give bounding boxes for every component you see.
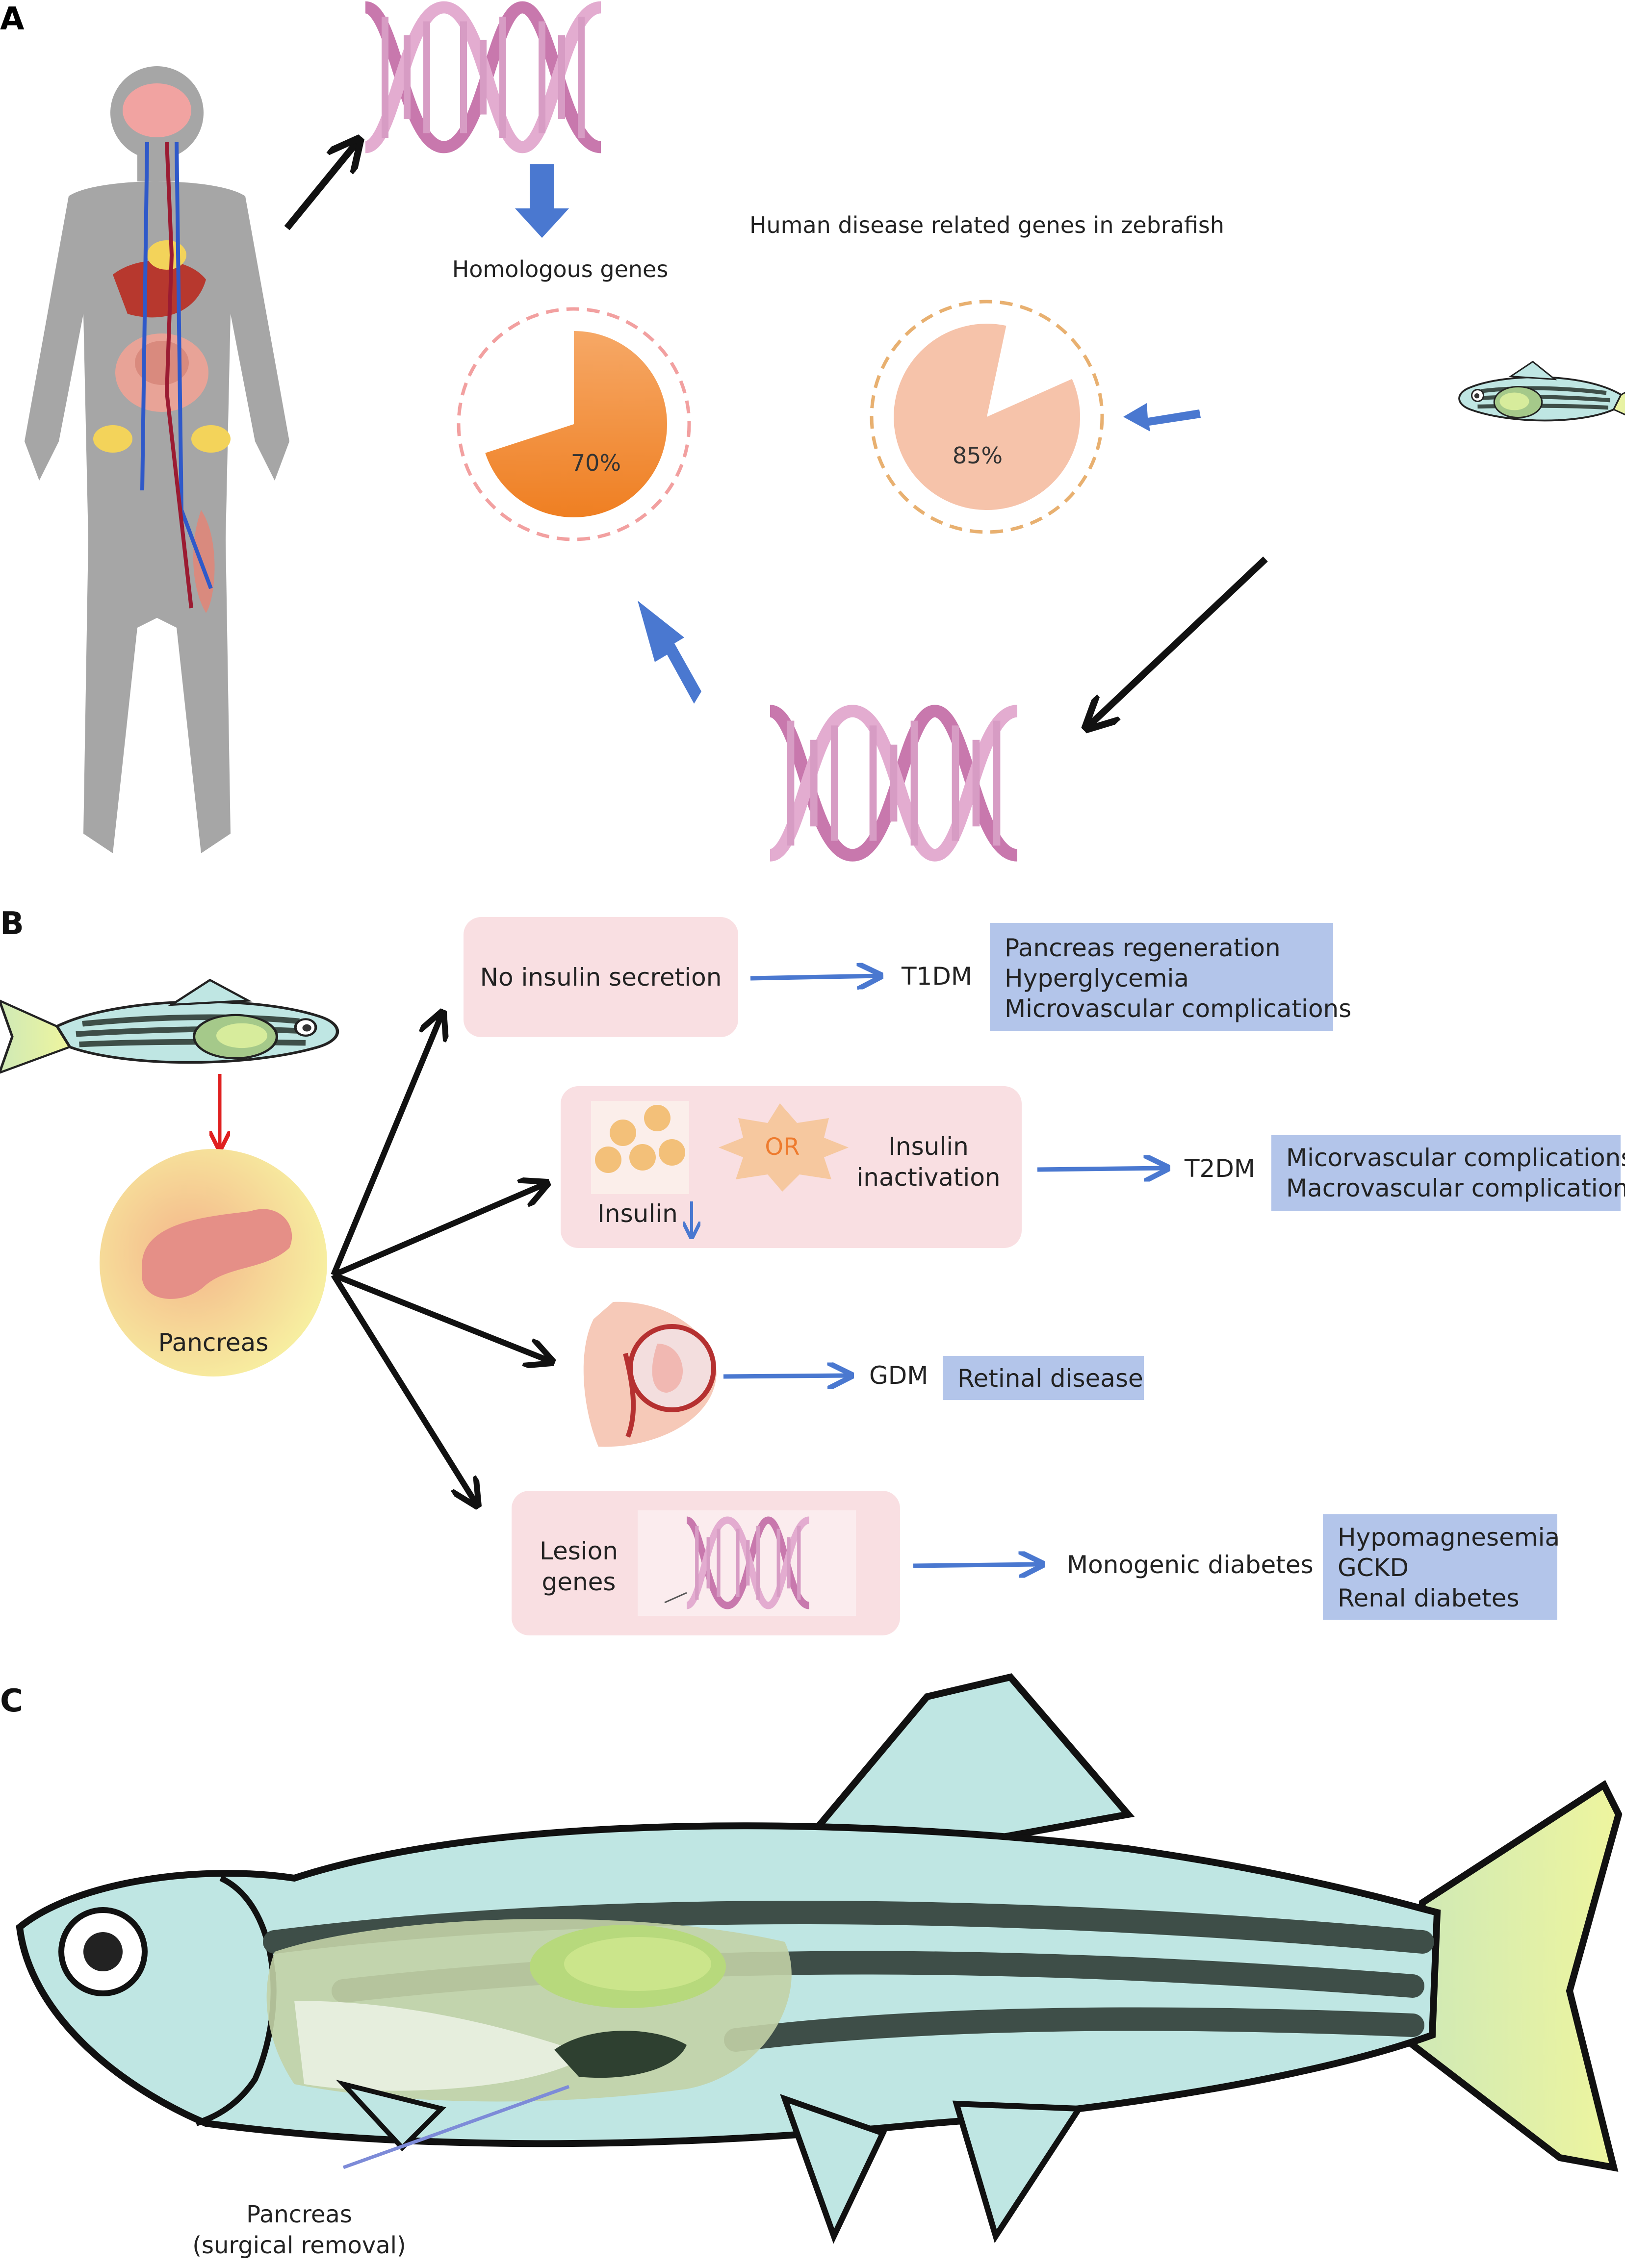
t1dm-effect-3: Microvascular complications xyxy=(1005,994,1351,1023)
arrow-dna-to-homologous xyxy=(515,164,569,238)
insulin-inactivation-label-1: Insulin xyxy=(888,1132,969,1161)
t1dm-effect-1: Pancreas regeneration xyxy=(1005,934,1281,962)
pie-slice-85 xyxy=(894,324,1081,510)
pancreas-icon xyxy=(142,1209,292,1299)
monogenic-effect-1: Hypomagnesemia xyxy=(1338,1523,1560,1552)
dna-icon-top xyxy=(365,7,601,147)
human-body-illustration xyxy=(25,66,289,853)
disease-genes-label: Human disease related genes in zebrafish xyxy=(749,212,1224,238)
pie-slice-70 xyxy=(485,331,668,518)
arrow-dna-to-pie xyxy=(638,601,701,704)
t1dm-effects-box xyxy=(990,923,1333,1031)
lesion-pointer-arrow xyxy=(664,1592,687,1604)
t2dm-effect-2: Macrovascular complications xyxy=(1286,1174,1625,1202)
no-insulin-label: No insulin secretion xyxy=(480,963,722,992)
arrow-body-to-dna xyxy=(284,142,357,230)
pie-chart-85 xyxy=(870,300,1104,534)
branch-arrows xyxy=(331,1015,549,1503)
lesion-label: Lesion xyxy=(540,1537,618,1565)
zebrafish-icon-a xyxy=(1459,362,1625,428)
or-label: OR xyxy=(765,1133,800,1161)
pie-chart-70 xyxy=(457,307,691,541)
dna-icon-bottom xyxy=(770,711,1017,855)
monogenic-label: Monogenic diabetes xyxy=(1067,1551,1314,1579)
t1dm-label: T1DM xyxy=(901,962,972,991)
monogenic-effect-2: GCKD xyxy=(1338,1554,1409,1582)
t2dm-effect-1: Micorvascular complications xyxy=(1286,1144,1625,1172)
insulin-label: Insulin xyxy=(597,1199,678,1228)
arrow-fish-to-pie xyxy=(1123,403,1201,432)
arrow-row1 xyxy=(750,976,878,978)
t2dm-effects-box xyxy=(1271,1135,1621,1211)
arrow-fish-to-dna xyxy=(1089,556,1268,726)
panel-label-b: B xyxy=(0,906,24,942)
panel-label-a: A xyxy=(0,1,25,37)
insulin-granules-icon xyxy=(595,1105,685,1173)
arrow-row4 xyxy=(913,1564,1040,1566)
monogenic-effect-3: Renal diabetes xyxy=(1338,1584,1520,1612)
gdm-effects-box xyxy=(943,1356,1144,1400)
genes-label: genes xyxy=(542,1568,616,1596)
panel-label-c: C xyxy=(0,1683,23,1719)
monogenic-effects-box xyxy=(1323,1514,1557,1620)
arrow-row2 xyxy=(1037,1168,1165,1170)
pancreas-label: Pancreas xyxy=(158,1328,269,1357)
pancreas-surgical-label-2: (surgical removal) xyxy=(192,2232,406,2259)
zebrafish-large-illustration xyxy=(16,1673,1623,2244)
pregnancy-icon xyxy=(583,1301,717,1447)
or-burst-shape xyxy=(719,1103,849,1192)
homologous-genes-label: Homologous genes xyxy=(452,256,669,282)
zebrafish-icon-b xyxy=(0,980,337,1073)
pancreas-pointer-line xyxy=(342,2085,570,2169)
insulin-inactivation-label-2: inactivation xyxy=(856,1163,1000,1192)
pie-70-label: 70% xyxy=(571,450,621,476)
t2dm-label: T2DM xyxy=(1184,1154,1255,1183)
pancreas-surgical-label-1: Pancreas xyxy=(246,2201,352,2228)
no-insulin-box xyxy=(464,917,738,1037)
gdm-effect-1: Retinal disease xyxy=(957,1364,1143,1393)
gdm-label: GDM xyxy=(869,1361,928,1390)
t1dm-effect-2: Hyperglycemia xyxy=(1005,964,1189,993)
pie-85-label: 85% xyxy=(953,442,1003,469)
